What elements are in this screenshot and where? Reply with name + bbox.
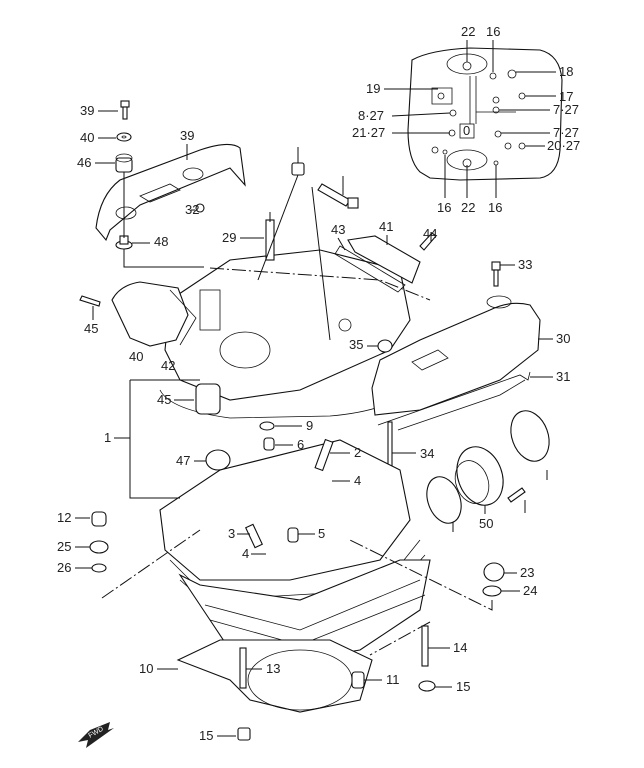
stud-13 — [239, 647, 247, 689]
cap-32 — [195, 203, 205, 213]
callout-37: 40 — [80, 130, 94, 145]
callout-41: 45 — [157, 392, 171, 407]
callout-18: 18 — [559, 64, 573, 79]
dowel-5 — [287, 527, 299, 543]
callout-42: 46 — [77, 155, 91, 170]
callout-45: 50 — [479, 516, 493, 531]
callout-4-b: 4 — [242, 546, 249, 561]
callout-2: 2 — [354, 445, 361, 460]
callout-15-bottom: 15 — [199, 728, 213, 743]
callout-19: 19 — [366, 81, 380, 96]
cylinder-base-gasket-10 — [176, 639, 373, 713]
callout-21-27: 21·27 — [352, 125, 385, 140]
callout-44: 48 — [154, 234, 168, 249]
callout-34: 34 — [420, 446, 434, 461]
callout-8-27: 8·27 — [358, 108, 384, 123]
dowel-11 — [351, 671, 365, 689]
washer-37 — [116, 132, 132, 142]
left-cylinder-head-cover — [95, 143, 246, 242]
washer-26 — [91, 563, 107, 573]
callout-30: 39 — [180, 128, 194, 143]
intake-pipe-45 — [454, 446, 504, 506]
callout-39-left: 42 — [161, 358, 175, 373]
bolt-33 — [491, 261, 501, 287]
bolt-36 — [120, 100, 130, 120]
washer-25 — [482, 585, 502, 597]
callout-28: 29 — [222, 230, 236, 245]
inset-mark: 0 — [463, 123, 470, 138]
callout-38-left: 40 — [129, 349, 143, 364]
callout-7-27-a: 7·27 — [553, 102, 579, 117]
callout-16-c: 16 — [488, 200, 502, 215]
callout-6: 6 — [297, 437, 304, 452]
nut-15-bottom — [237, 727, 251, 741]
callout-17: 17 — [559, 89, 573, 104]
callout-12: 12 — [57, 510, 71, 525]
callout-26: 26 — [57, 560, 71, 575]
collar-44 — [115, 235, 133, 250]
callout-24: 25 — [57, 539, 71, 554]
valve-guide-3 — [244, 523, 264, 549]
o-ring-46 — [426, 476, 462, 524]
callout-16: 16 — [486, 24, 500, 39]
callout-38-right: 41 — [379, 219, 393, 234]
callout-23: 23 — [520, 565, 534, 580]
callout-33: 33 — [518, 257, 532, 272]
callout-11: 11 — [386, 672, 400, 687]
callout-10: 10 — [139, 661, 153, 676]
callout-22: 22 — [461, 24, 475, 39]
callout-25: 24 — [523, 583, 537, 598]
bolt-49 — [317, 183, 359, 209]
callout-13: 13 — [266, 661, 280, 676]
nut-24 — [89, 540, 109, 554]
callout-1: 1 — [104, 430, 111, 445]
callout-43: 47 — [176, 453, 190, 468]
cap-nut-23 — [483, 562, 505, 582]
grommet-42 — [115, 153, 133, 173]
callout-39-right: 43 — [331, 222, 345, 237]
o-ring-9 — [259, 421, 275, 431]
callout-35: 35 — [349, 337, 363, 352]
callout-22-b: 22 — [461, 200, 475, 215]
callout-20-27: 20·27 — [547, 138, 580, 153]
seal-43 — [205, 449, 231, 471]
dowel-6 — [263, 437, 275, 451]
bolt-40-right — [419, 232, 437, 251]
callout-40-right: 44 — [423, 226, 437, 241]
forward-arrow-icon: FWD — [78, 722, 114, 748]
callout-16-b: 16 — [437, 200, 451, 215]
nut-15-right — [418, 680, 436, 692]
callout-31: 31 — [556, 369, 570, 384]
callout-4-a: 4 — [354, 473, 361, 488]
plug-41 — [195, 383, 221, 415]
callout-40-left: 45 — [84, 321, 98, 336]
grommet-12 — [91, 511, 107, 527]
callout-7-27-b: 7·27 — [553, 125, 579, 140]
nut-50 — [291, 162, 305, 176]
gasket-31 — [377, 371, 531, 426]
spark-plug-28 — [265, 212, 275, 261]
clamp-48 — [510, 410, 550, 462]
callout-15-right: 15 — [456, 679, 470, 694]
stud-14 — [421, 625, 429, 667]
callout-36: 39 — [80, 103, 94, 118]
callouts: 22 16 18 17 7·27 7·27 20·27 19 8·27 21·2… — [57, 24, 580, 743]
callout-3: 3 — [228, 526, 235, 541]
callout-29: 30 — [556, 331, 570, 346]
callout-14: 14 — [453, 640, 467, 655]
cap-nut-35 — [377, 339, 393, 353]
cover-plate-38-left — [111, 281, 197, 347]
cover-plate-38-right — [334, 235, 421, 293]
callout-9: 9 — [306, 418, 313, 433]
right-cylinder-head-cover — [371, 295, 541, 416]
valve-guide-2 — [314, 438, 334, 472]
screw-47 — [507, 487, 526, 503]
callout-5: 5 — [318, 526, 325, 541]
bolt-40-left — [79, 295, 101, 307]
